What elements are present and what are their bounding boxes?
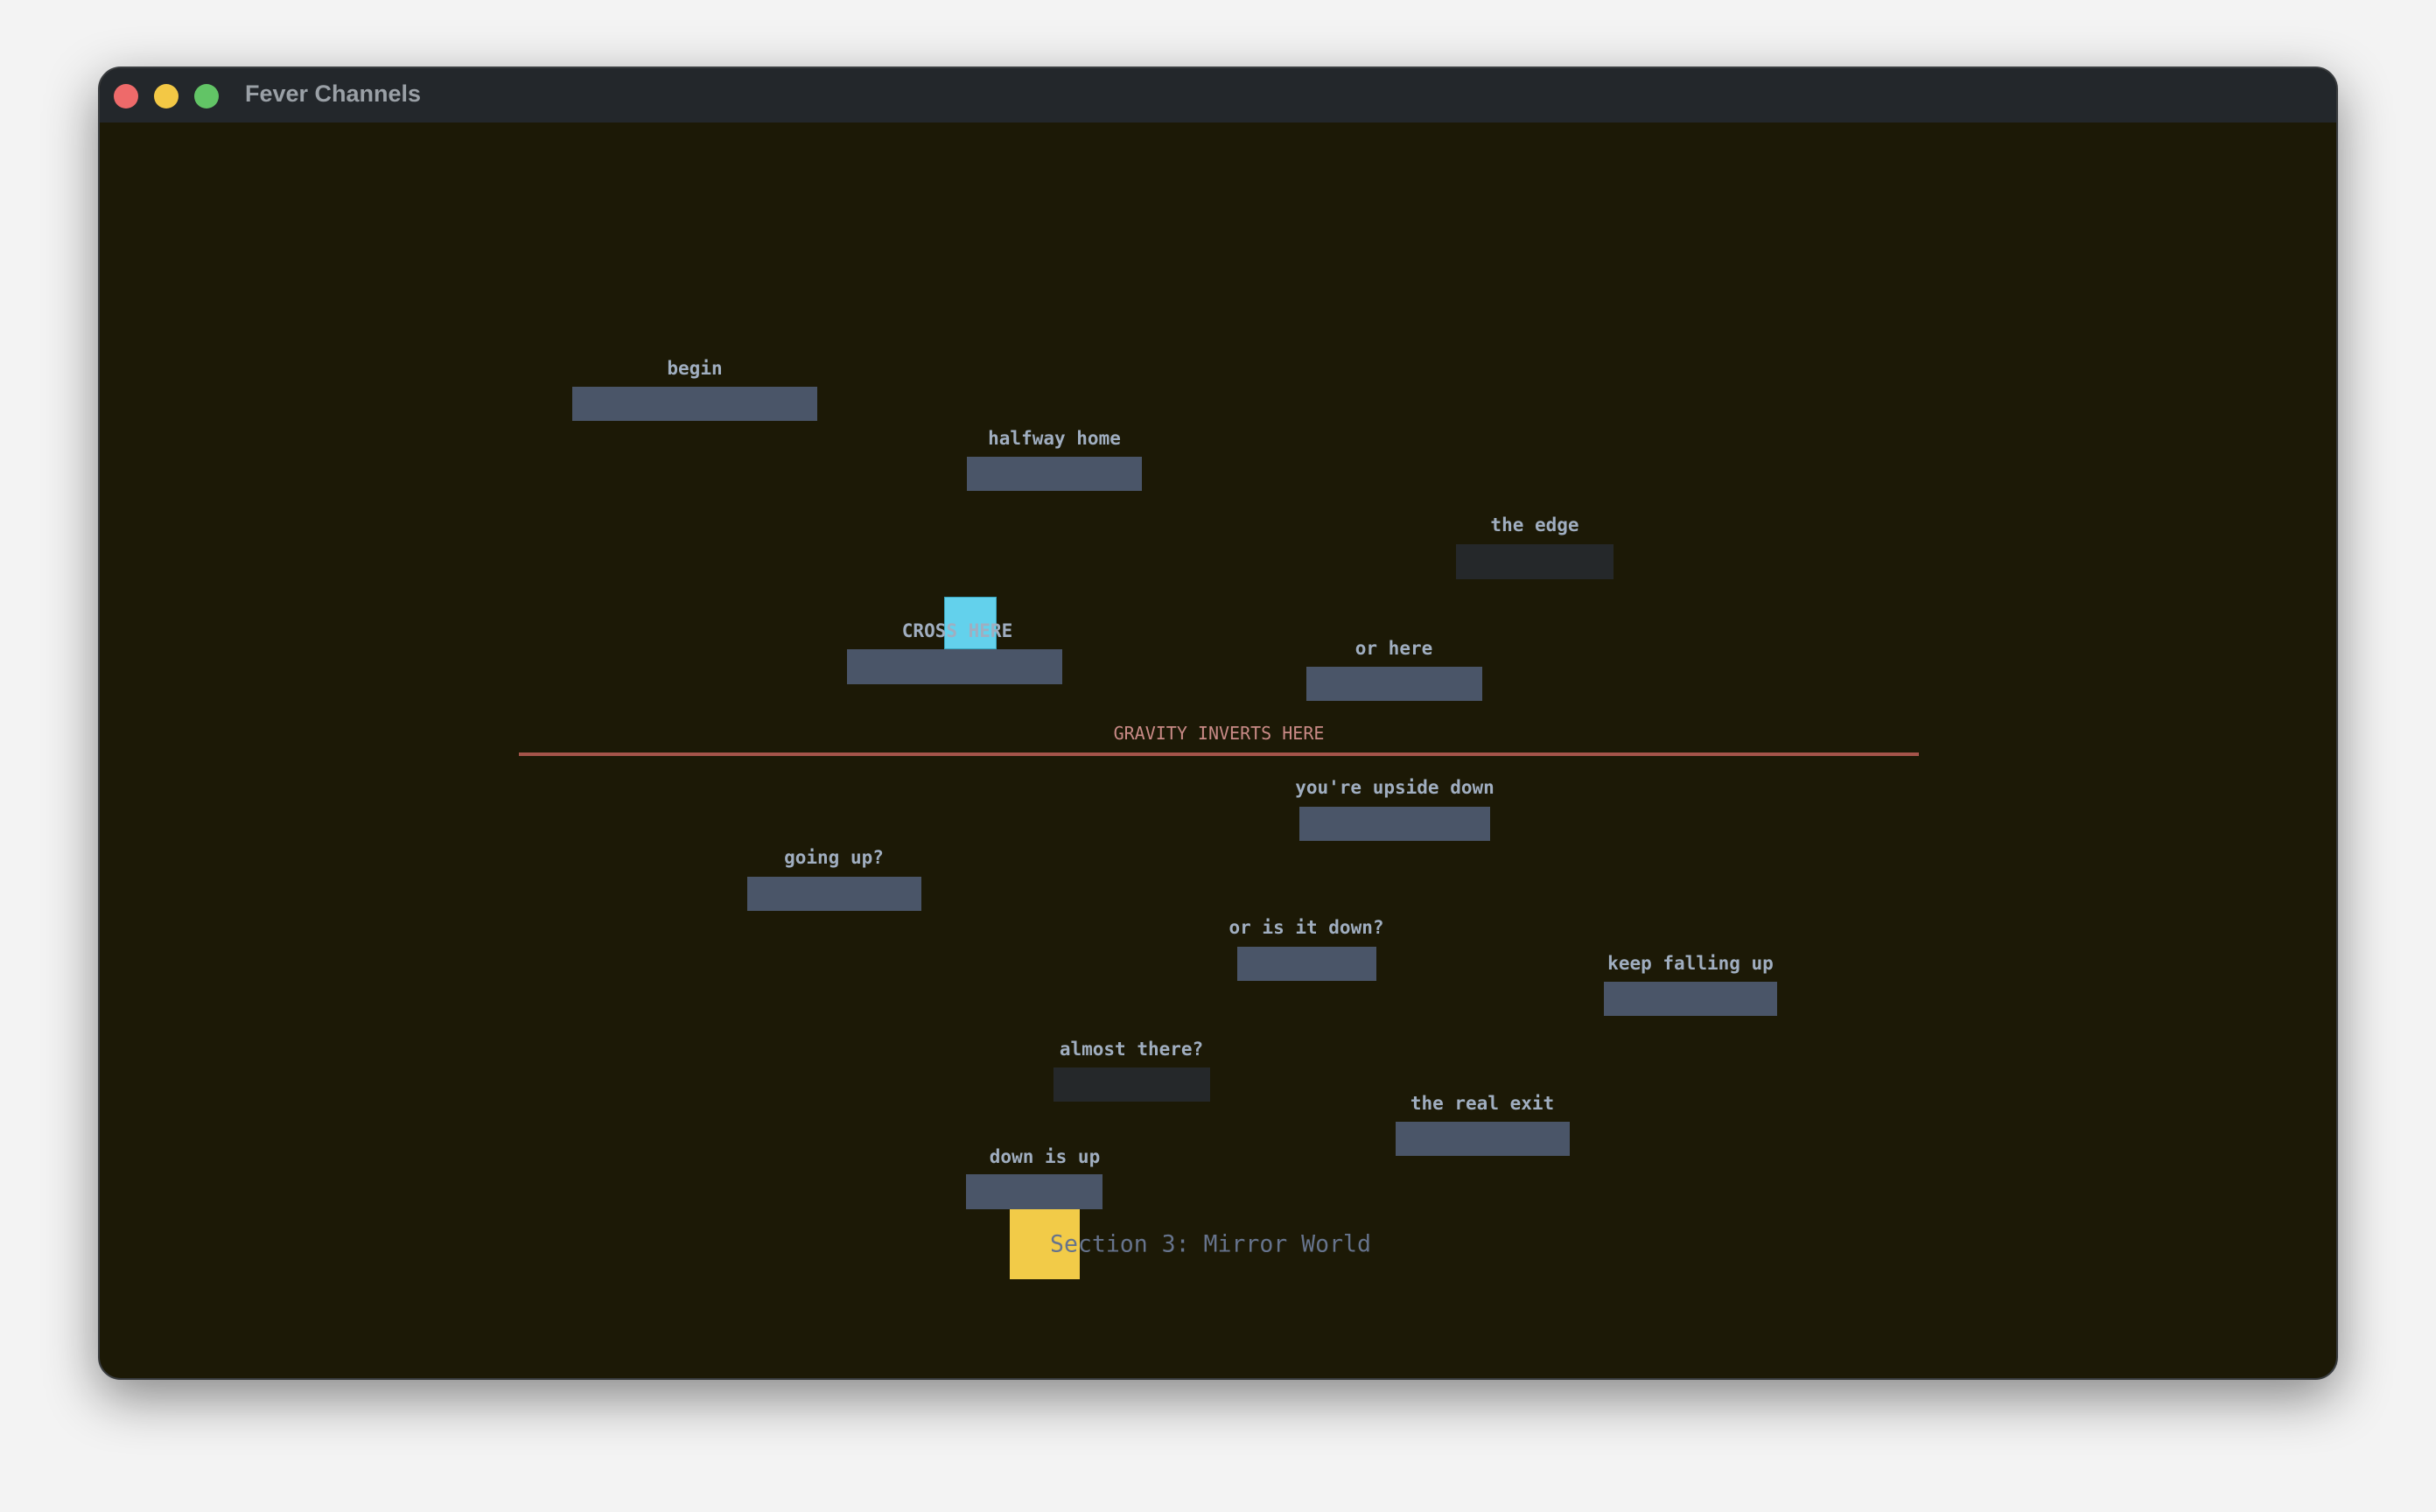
platform-label: the edge bbox=[1490, 514, 1579, 536]
player-block bbox=[944, 597, 997, 649]
platform-label: or is it down? bbox=[1228, 917, 1384, 938]
game-window: Fever Channels begin halfway home the ed… bbox=[98, 66, 2338, 1380]
platform-label: the real exit bbox=[1410, 1093, 1555, 1114]
platform bbox=[1306, 667, 1482, 701]
platform-label: keep falling up bbox=[1607, 953, 1774, 974]
fake-platform bbox=[1054, 1068, 1210, 1102]
platform bbox=[1396, 1122, 1570, 1156]
platform-label: almost there? bbox=[1059, 1039, 1204, 1060]
title-bar: Fever Channels bbox=[100, 68, 2336, 122]
platform bbox=[1604, 982, 1777, 1016]
minimize-button[interactable] bbox=[154, 84, 178, 108]
platform-label: begin bbox=[667, 358, 723, 379]
gravity-line bbox=[519, 752, 1919, 756]
platform-label: down is up bbox=[989, 1146, 1101, 1167]
section-title: Section 3: Mirror World bbox=[1050, 1230, 1371, 1258]
platform bbox=[966, 1174, 1102, 1209]
platform bbox=[572, 387, 817, 421]
game-canvas[interactable]: begin halfway home the edge CROSS HERE o… bbox=[100, 68, 2336, 1378]
platform bbox=[847, 649, 1062, 684]
maximize-button[interactable] bbox=[194, 84, 219, 108]
goal-block bbox=[1010, 1209, 1080, 1279]
window-title: Fever Channels bbox=[245, 80, 422, 107]
platform-label: or here bbox=[1354, 638, 1433, 659]
platform bbox=[747, 877, 921, 911]
close-button[interactable] bbox=[114, 84, 138, 108]
platform bbox=[1299, 807, 1490, 841]
platform bbox=[1237, 947, 1376, 981]
platform bbox=[967, 457, 1142, 491]
platform-label: going up? bbox=[784, 847, 884, 868]
platform-label: CROSS HERE bbox=[901, 620, 1013, 641]
platform-label: you're upside down bbox=[1295, 777, 1494, 798]
platform-label: halfway home bbox=[988, 428, 1121, 449]
gravity-label: GRAVITY INVERTS HERE bbox=[1113, 723, 1325, 744]
fake-platform bbox=[1456, 544, 1614, 579]
